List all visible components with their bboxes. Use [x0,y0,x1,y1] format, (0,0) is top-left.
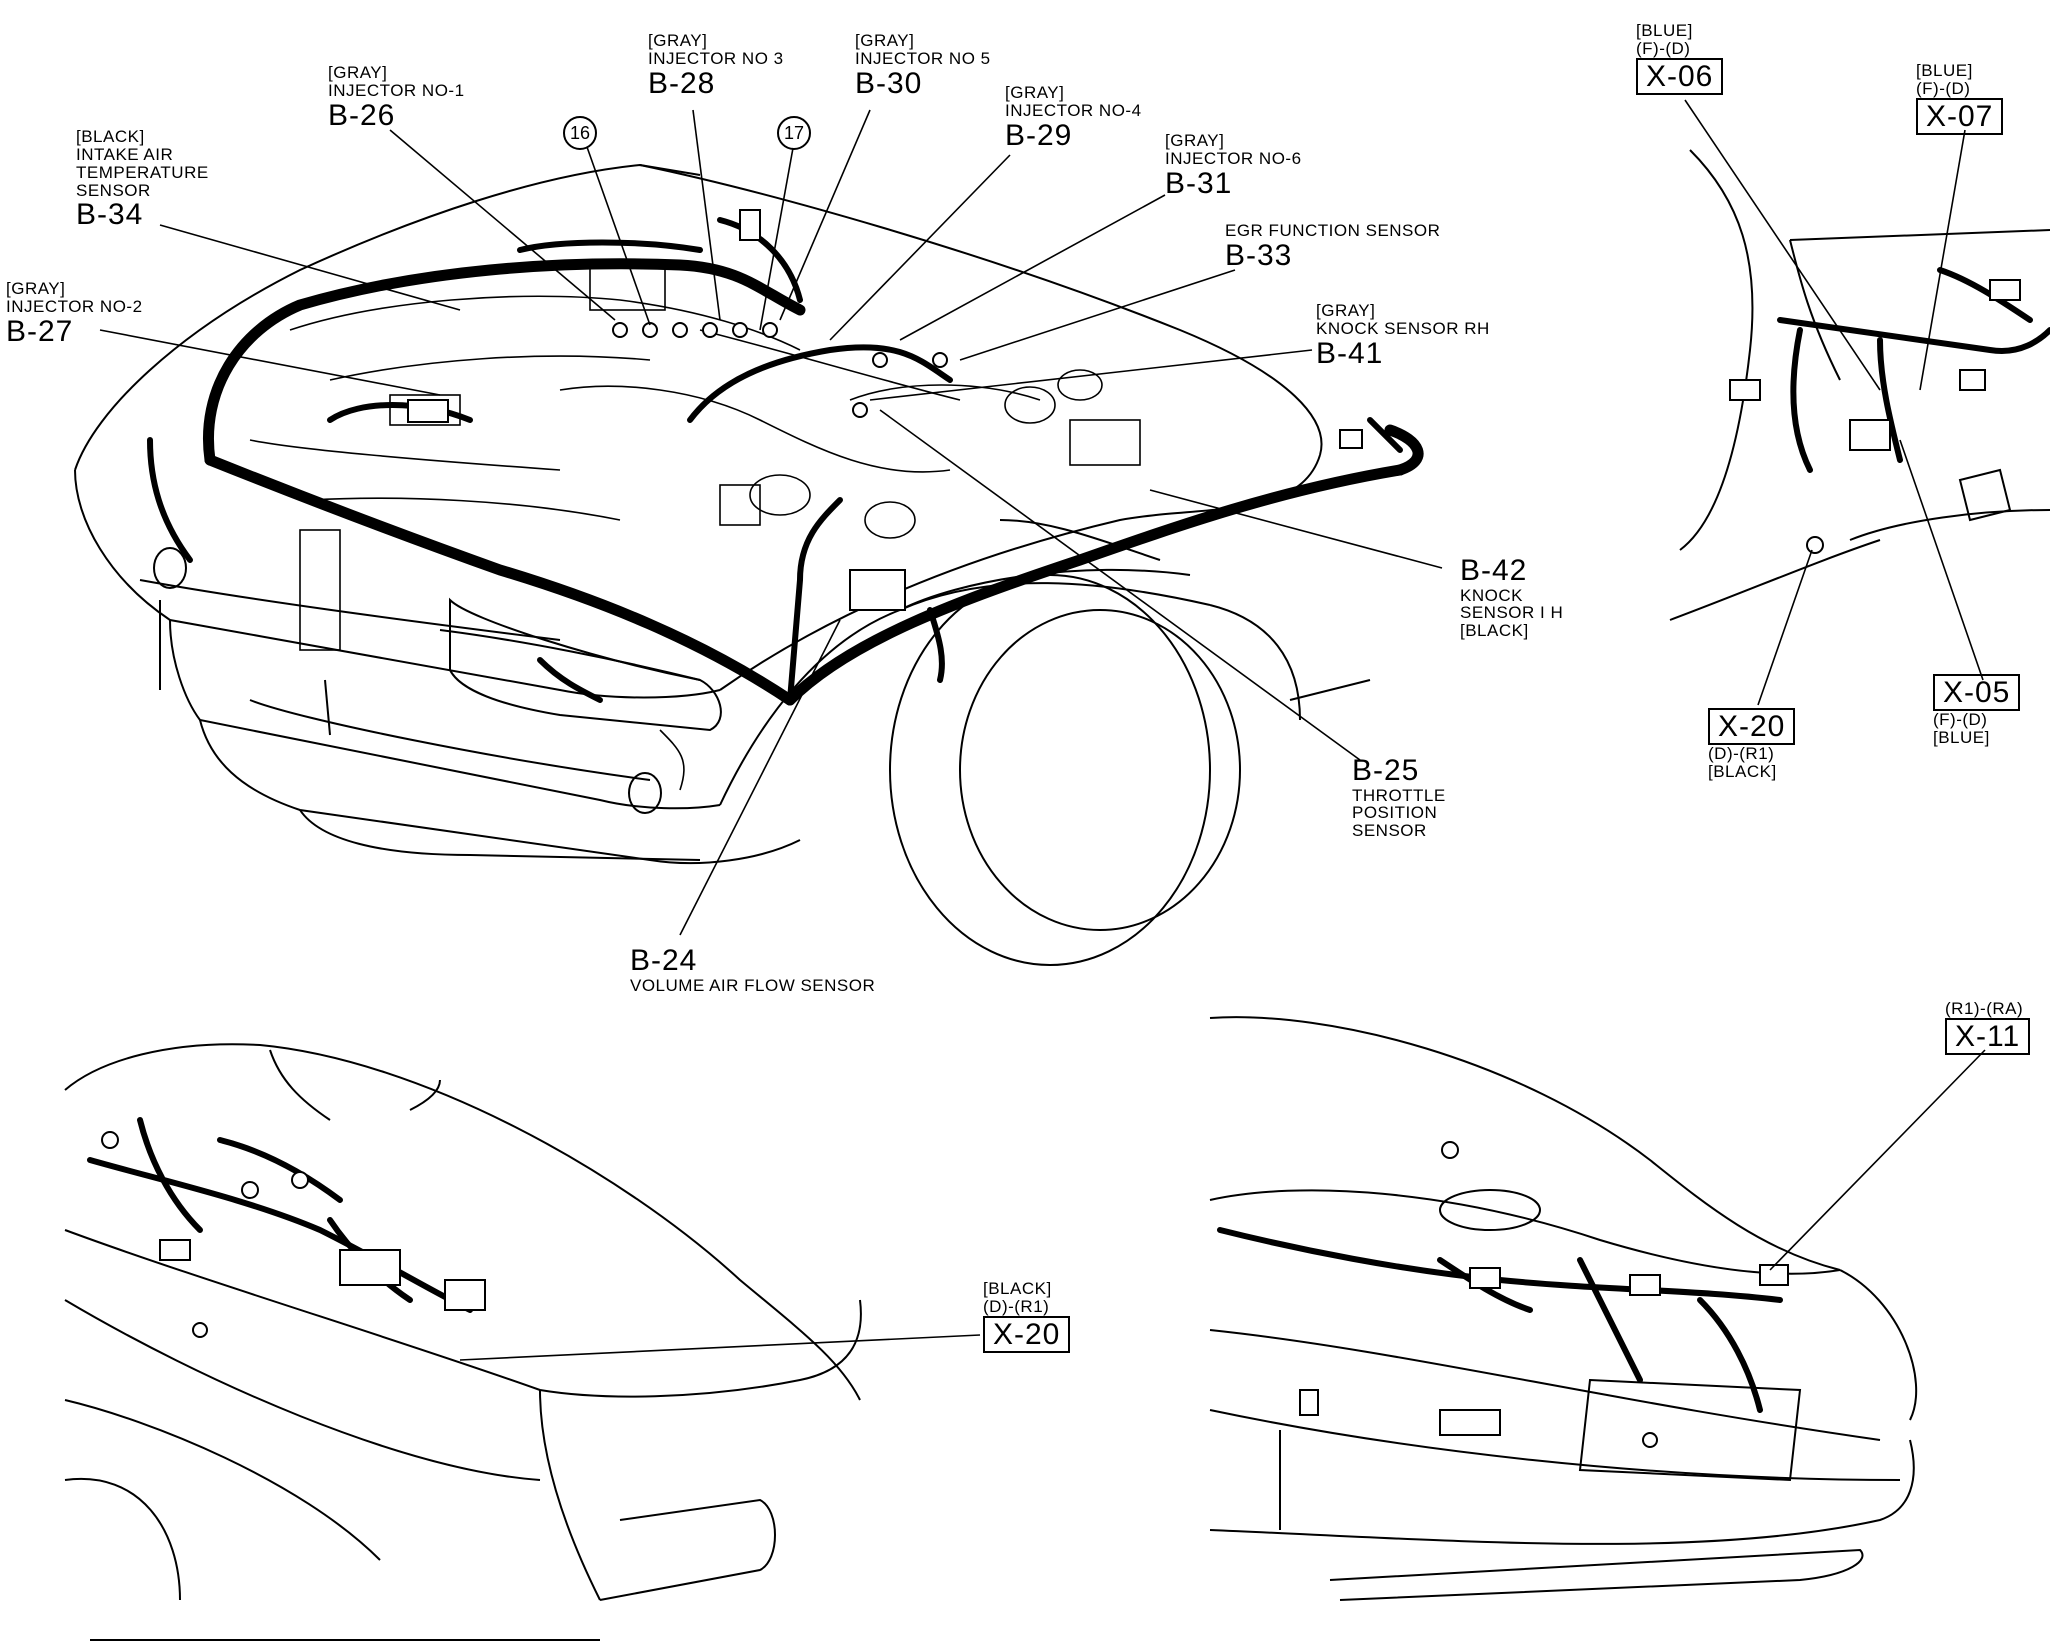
label-x11: (R1)-(RA) X-11 [1945,999,2031,1055]
label-b33: EGR FUNCTION SENSOR B-33 [1225,222,1440,271]
b24-code: B-24 [630,944,698,977]
x20-dash-color: [BLACK] [1708,761,1777,781]
x06-code: X-06 [1636,57,1724,95]
b27-color: [GRAY] [6,279,66,298]
b26-code: B-26 [328,98,396,132]
b31-color: [GRAY] [1165,131,1225,150]
callout-17: 17 [777,116,811,150]
b33-desc: EGR FUNCTION SENSOR [1225,221,1441,240]
b30-desc: INJECTOR NO 5 [855,48,991,68]
label-b25: B-25 THROTTLE POSITION SENSOR [1352,755,1446,840]
x20-dash-code: X-20 [1708,708,1796,745]
x20-front-color: [BLACK] [983,1279,1052,1298]
b28-desc: INJECTOR NO 3 [648,48,784,68]
x07-code: X-07 [1916,97,2004,135]
b42-color: [BLACK] [1460,621,1529,641]
label-b28: [GRAY] INJECTOR NO 3 B-28 [648,32,784,99]
b25-desc-line3: SENSOR [1352,821,1427,841]
label-b34: [BLACK] INTAKE AIR TEMPERATURE SENSOR B-… [76,128,209,231]
b29-code: B-29 [1005,118,1073,152]
engine-bay-components [249,259,1141,651]
b27-code: B-27 [6,314,74,348]
b30-code: B-30 [855,66,923,100]
x11-conn: (R1)-(RA) [1945,999,2024,1018]
label-x20-dash: X-20 (D)-(R1) [BLACK] [1708,708,1796,781]
b25-desc-line2: POSITION [1352,803,1438,823]
x05-color: [BLUE] [1933,727,1990,747]
front-harness [147,209,1424,791]
b29-color: [GRAY] [1005,83,1065,102]
b41-color: [GRAY] [1316,301,1376,320]
x20-front-code: X-20 [983,1315,1071,1353]
b34-color: [BLACK] [76,127,145,146]
b26-color: [GRAY] [328,63,388,82]
b33-code: B-33 [1225,238,1293,272]
bottom-left-view [64,1043,981,1641]
b42-desc-line1: KNOCK [1460,585,1523,605]
x05-conn: (F)-(D) [1933,710,1988,729]
label-b30: [GRAY] INJECTOR NO 5 B-30 [855,32,991,99]
b25-desc-line1: THROTTLE [1352,785,1446,805]
front-car-body [74,163,1371,966]
b34-desc-line3: SENSOR [76,180,151,200]
x20-front-conn: (D)-(R1) [983,1296,1050,1316]
label-x05: X-05 (F)-(D) [BLUE] [1933,674,2021,747]
label-x20-front: [BLACK] (D)-(R1) X-20 [983,1279,1071,1353]
b42-desc-line2: SENSOR I H [1460,603,1564,623]
b31-desc: INJECTOR NO-6 [1165,148,1302,168]
label-b27: [GRAY] INJECTOR NO-2 B-27 [6,280,143,347]
b42-code: B-42 [1460,554,1528,587]
label-x07: [BLUE] (F)-(D) X-07 [1916,61,2004,135]
x11-code: X-11 [1945,1017,2031,1055]
b34-desc-line1: INTAKE AIR [76,144,174,164]
b28-code: B-28 [648,66,716,100]
front-leader-lines [99,109,1443,936]
x07-conn: (F)-(D) [1916,78,1971,98]
x06-color: [BLUE] [1636,21,1693,40]
b27-desc: INJECTOR NO-2 [6,296,143,316]
x07-color: [BLUE] [1916,61,1973,80]
label-b42: B-42 KNOCK SENSOR I H [BLACK] [1460,555,1563,640]
label-b26: [GRAY] INJECTOR NO-1 B-26 [328,64,465,131]
x20-dash-conn: (D)-(R1) [1708,744,1775,763]
label-b29: [GRAY] INJECTOR NO-4 B-29 [1005,84,1142,151]
b31-code: B-31 [1165,166,1233,200]
bottom-right-view [1209,1016,1986,1601]
label-b41: [GRAY] KNOCK SENSOR RH B-41 [1316,302,1490,369]
b29-desc: INJECTOR NO-4 [1005,100,1142,120]
b34-code: B-34 [76,198,144,232]
b24-desc: VOLUME AIR FLOW SENSOR [630,975,876,995]
callout-16: 16 [563,116,597,150]
label-x06: [BLUE] (F)-(D) X-06 [1636,21,1724,95]
x06-conn: (F)-(D) [1636,38,1691,58]
b41-code: B-41 [1316,336,1384,370]
x05-code: X-05 [1933,674,2021,711]
label-b31: [GRAY] INJECTOR NO-6 B-31 [1165,132,1302,199]
b30-color: [GRAY] [855,31,915,50]
b34-desc-line2: TEMPERATURE [76,162,209,182]
label-b24: B-24 VOLUME AIR FLOW SENSOR [630,945,875,994]
dash-view [1669,99,2050,706]
b25-code: B-25 [1352,754,1420,787]
b41-desc: KNOCK SENSOR RH [1316,318,1490,338]
b28-color: [GRAY] [648,31,708,50]
b26-desc: INJECTOR NO-1 [328,80,465,100]
